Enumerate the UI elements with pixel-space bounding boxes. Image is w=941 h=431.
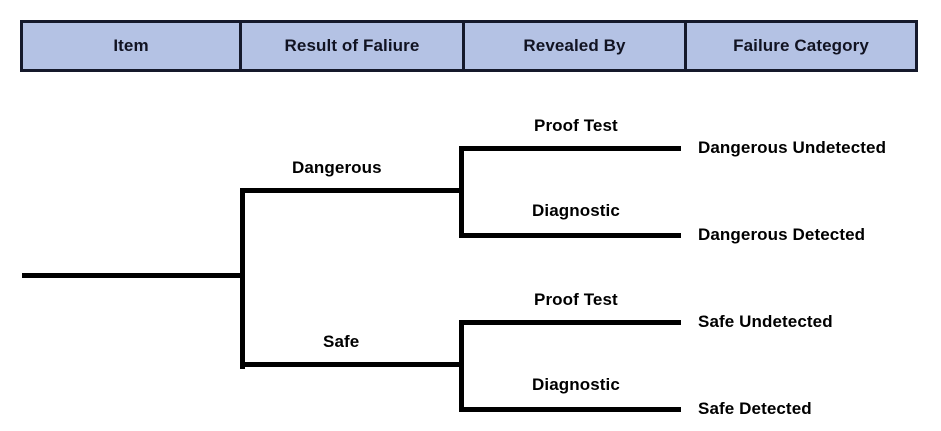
tree-leaf-line-safe-detected [459,407,681,412]
tree-category-label-safe-undetected: Safe Undetected [698,312,833,331]
header-cell-item: Item [23,23,242,69]
tree-category-label-dangerous-detected: Dangerous Detected [698,225,866,244]
header-cell-result-of-failure: Result of Faliure [242,23,465,69]
tree-leaf-line-dangerous-detected [459,233,681,238]
header-table: Item Result of Faliure Revealed By Failu… [20,20,918,72]
tree-branch-label-dangerous: Dangerous [292,158,382,177]
tree-trunk-line [22,273,245,278]
header-cell-revealed-by: Revealed By [465,23,687,69]
tree-branch-label-safe: Safe [323,332,360,351]
tree-branch-safe-line [240,362,463,367]
tree-revealed-by-label-safe-diagnostic: Diagnostic [532,375,620,394]
tree-level2-connector-dangerous [459,146,464,238]
tree-revealed-by-label-dangerous-proof-test: Proof Test [534,116,618,135]
tree-leaf-line-dangerous-undetected [459,146,681,151]
header-cell-failure-category: Failure Category [687,23,915,69]
tree-level2-connector-safe [459,320,464,412]
tree-category-label-dangerous-undetected: Dangerous Undetected [698,138,887,157]
tree-category-label-safe-detected: Safe Detected [698,399,812,418]
tree-leaf-line-safe-undetected [459,320,681,325]
tree-level1-connector [240,188,245,369]
tree-branch-dangerous-line [240,188,463,193]
tree-revealed-by-label-dangerous-diagnostic: Diagnostic [532,201,620,220]
tree-revealed-by-label-safe-proof-test: Proof Test [534,290,618,309]
